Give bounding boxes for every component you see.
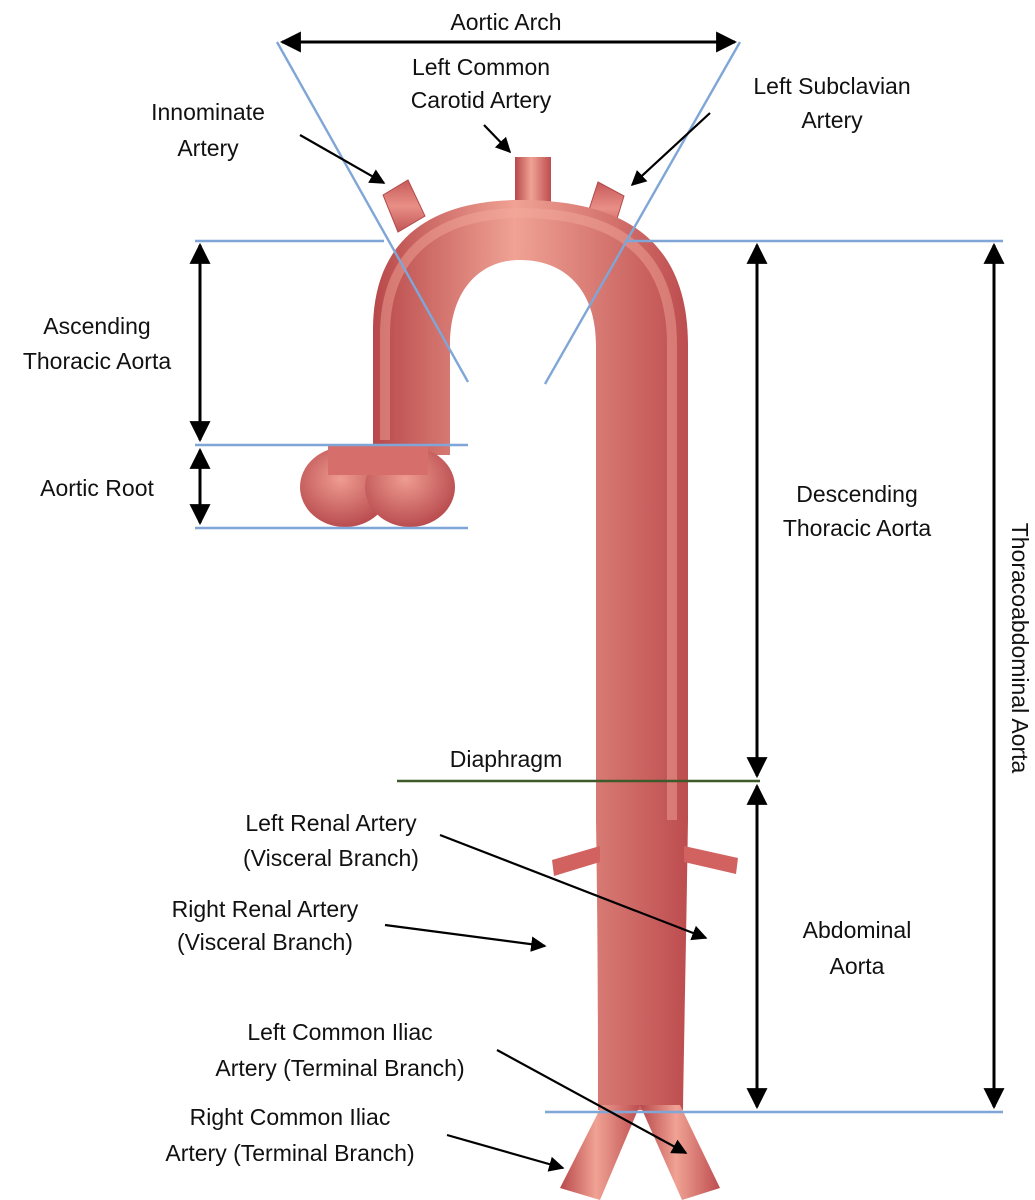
label-innominate-line1: Innominate [151, 99, 265, 125]
label-left-subclavian-line1: Left Subclavian [753, 73, 910, 99]
label-abdominal-line1: Abdominal [803, 917, 912, 943]
right-renal-artery [552, 846, 600, 876]
label-ascending-line2: Thoracic Aorta [23, 348, 171, 374]
label-left-iliac-line1: Left Common Iliac [247, 1019, 432, 1045]
label-right-iliac-line2: Artery (Terminal Branch) [165, 1140, 414, 1166]
label-left-common-carotid-line1: Left Common [412, 54, 550, 80]
label-thoracoabdominal: Thoracoabdominal Aorta [1007, 523, 1033, 774]
label-innominate-line2: Artery [177, 135, 239, 161]
label-aortic-arch: Aortic Arch [450, 9, 561, 35]
label-left-renal-line2: (Visceral Branch) [243, 845, 419, 871]
right-common-iliac-artery [560, 1105, 640, 1200]
label-left-renal-line1: Left Renal Artery [245, 810, 417, 836]
label-descending-line2: Thoracic Aorta [783, 515, 931, 541]
label-descending-line1: Descending [796, 481, 917, 507]
label-abdominal-line2: Aorta [830, 953, 885, 979]
label-aortic-root: Aortic Root [40, 475, 154, 501]
label-ascending-line1: Ascending [43, 313, 150, 339]
left-renal-artery [684, 846, 738, 874]
label-left-subclavian-line2: Artery [801, 107, 863, 133]
aortic-arch-and-descending [373, 200, 688, 1110]
innominate-artery-stub [383, 180, 425, 232]
label-left-common-carotid-line2: Carotid Artery [411, 87, 552, 113]
label-left-iliac-line2: Artery (Terminal Branch) [215, 1055, 464, 1081]
left-common-iliac-artery [640, 1105, 720, 1200]
label-right-renal-line1: Right Renal Artery [172, 896, 359, 922]
label-right-renal-line2: (Visceral Branch) [177, 929, 353, 955]
aortic-root-bulbs [300, 445, 455, 527]
label-right-iliac-line1: Right Common Iliac [190, 1104, 391, 1130]
label-diaphragm: Diaphragm [450, 746, 563, 772]
